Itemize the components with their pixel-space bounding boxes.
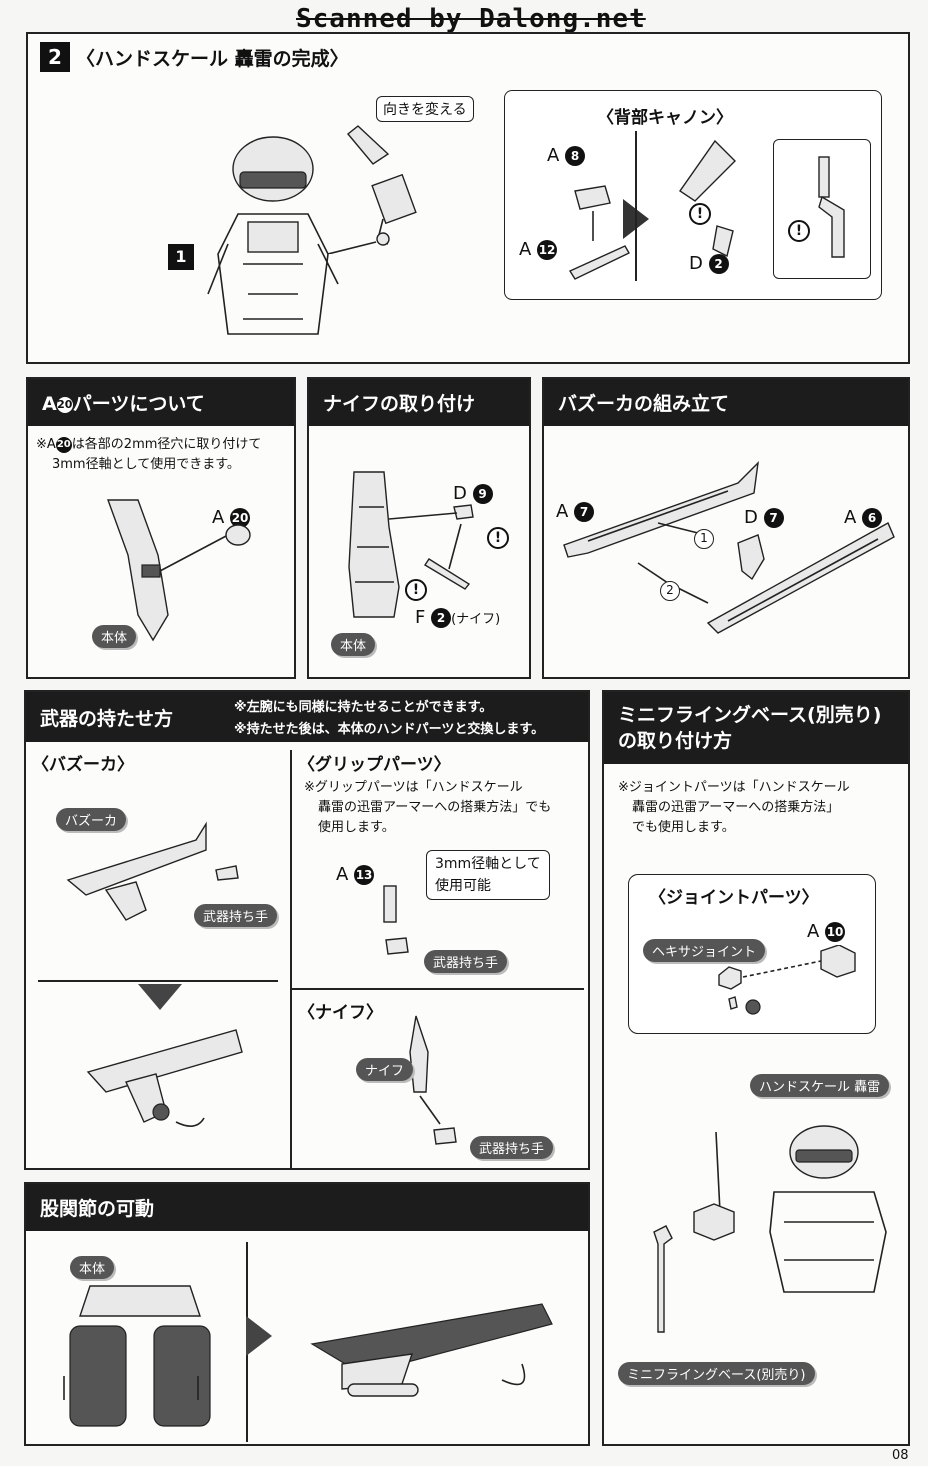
- rotate-callout: 向きを変える: [376, 96, 474, 122]
- part-a20: A 20: [212, 507, 251, 528]
- page-number: 08: [892, 1448, 909, 1463]
- vertical-divider: [290, 750, 292, 1170]
- weapon-header: 武器の持たせ方 ※左腕にも同様に持たせることができます。 ※持たせた後は、本体の…: [26, 692, 588, 742]
- back-cannon-box: 〈背部キャノン〉 A 8 A 12 ! D 2 !: [504, 90, 882, 300]
- hex-joint-illustration: [718, 945, 856, 1015]
- part-a7: A 7: [556, 501, 595, 522]
- leg-illustration: [348, 471, 400, 618]
- knife-hand-tag: 武器持ち手: [470, 1136, 554, 1159]
- weapon-note-1: ※左腕にも同様に持たせることができます。: [234, 700, 493, 715]
- part-a6: A 6: [844, 507, 883, 528]
- bazooka-tag: バズーカ: [56, 808, 127, 831]
- weapon-title: 武器の持たせ方: [40, 708, 174, 730]
- bazooka-hand-illustration: [66, 821, 239, 921]
- part-a12: A 12: [519, 239, 558, 260]
- a20-header: A20パーツについて: [28, 379, 294, 426]
- caution-icon: !: [788, 220, 810, 242]
- weapon-panel: 武器の持たせ方 ※左腕にも同様に持たせることができます。 ※持たせた後は、本体の…: [24, 690, 590, 1170]
- caution-icon: !: [487, 527, 509, 549]
- arm-illustration: [107, 499, 251, 642]
- grip-parts-illustration: [383, 885, 409, 955]
- hex-joint-tag: ヘキサジョイント: [643, 939, 766, 962]
- hip-legs-illustration: [63, 1285, 211, 1427]
- arrow-down-icon: [138, 984, 182, 1010]
- detail-inset: !: [773, 139, 871, 279]
- bazooka-subtitle: 〈バズーカ〉: [32, 755, 134, 775]
- step-number: 2: [40, 42, 70, 72]
- part-a8: A 8: [547, 145, 586, 166]
- grip-subtitle: 〈グリップパーツ〉: [298, 755, 451, 775]
- part-f2: F 2(ナイフ): [415, 607, 501, 628]
- flying-header: ミニフライングベース(別売り)の取り付け方: [604, 692, 908, 764]
- part-d2: D 2: [689, 253, 729, 274]
- step-hex-1: 1: [694, 529, 714, 549]
- knife-hold-illustration: [409, 1015, 457, 1145]
- grip-note: ※グリップパーツは「ハンドスケール 轟雷の迅雷アーマーへの搭乗方法」でも 使用し…: [304, 780, 552, 835]
- knife-panel: ナイフの取り付け D 9 ! ! F 2(ナイフ) 本体: [307, 377, 531, 679]
- caution-icon: !: [405, 579, 427, 601]
- hip-header: 股関節の可動: [26, 1184, 588, 1231]
- model-flying-illustration: [653, 1125, 887, 1333]
- bazooka-parts-illustration: [563, 461, 895, 634]
- base-tag: ミニフライングベース(別売り): [618, 1362, 815, 1385]
- bazooka-header: バズーカの組み立て: [544, 379, 908, 426]
- divider: [38, 980, 278, 982]
- part-a13: A 13: [336, 864, 375, 885]
- caution-icon: !: [689, 203, 711, 225]
- knife-parts-illustration: [388, 504, 474, 590]
- divider: [635, 131, 637, 281]
- knife-tag: ナイフ: [356, 1058, 414, 1081]
- a20-panel: A20パーツについて ※A20は各部の2mm径穴に取り付けて 3mm径軸として使…: [26, 377, 296, 679]
- assembled-cannon-illustration: [679, 139, 736, 258]
- body-tag: 本体: [92, 625, 137, 648]
- cannon-parts-illustration: [568, 185, 630, 280]
- body-tag: 本体: [331, 633, 376, 656]
- joint-subtitle: 〈ジョイントパーツ〉: [649, 888, 819, 908]
- handscale-figure-illustration: [207, 136, 339, 335]
- grip-hand-tag: 武器持ち手: [424, 950, 508, 973]
- flying-base-panel: ミニフライングベース(別売り)の取り付け方 ※ジョイントパーツは「ハンドスケール…: [602, 690, 910, 1446]
- bazooka-panel: バズーカの組み立て A 7 D 7 A 6 1 2: [542, 377, 910, 679]
- part-a10: A 10: [807, 921, 846, 942]
- hip-flight-pose-illustration: [310, 1303, 553, 1397]
- knife-header: ナイフの取り付け: [309, 379, 529, 426]
- joint-box: 〈ジョイントパーツ〉 ヘキサジョイント A 10: [628, 874, 876, 1034]
- rotate-callout-text: 向きを変える: [383, 102, 467, 118]
- bazooka-held-illustration: [86, 1029, 243, 1127]
- step1-badge: 1: [168, 244, 194, 270]
- hip-panel: 股関節の可動 本体: [24, 1182, 590, 1446]
- step-hex-2: 2: [660, 581, 680, 601]
- weapon-hand-tag: 武器持ち手: [194, 904, 278, 927]
- back-cannon-title: 〈背部キャノン〉: [597, 108, 733, 128]
- step-title: 〈ハンドスケール 轟雷の完成〉: [76, 48, 349, 70]
- part-d7: D 7: [744, 507, 784, 528]
- weapon-note-2: ※持たせた後は、本体のハンドパーツと交換します。: [234, 722, 545, 737]
- step2-panel: 2 〈ハンドスケール 轟雷の完成〉 1 向きを変える 〈背部キャノン〉 A 8 …: [26, 32, 910, 364]
- part-d9: D 9: [453, 483, 493, 504]
- knife-subtitle: 〈ナイフ〉: [298, 1003, 383, 1023]
- body-tag: 本体: [70, 1256, 115, 1279]
- model-tag: ハンドスケール 轟雷: [750, 1074, 890, 1097]
- cannon-arm-illustration: [328, 125, 417, 254]
- flying-note: ※ジョイントパーツは「ハンドスケール 轟雷の迅雷アーマーへの搭乗方法」 でも使用…: [618, 780, 850, 835]
- arrow-right-icon: [246, 1316, 272, 1356]
- watermark: Scanned by Dalong.net: [296, 4, 646, 34]
- grip-callout: 3mm径軸として使用可能: [426, 850, 550, 900]
- a20-note: ※A20は各部の2mm径穴に取り付けて 3mm径軸として使用できます。: [36, 436, 262, 472]
- detail-part-illustration: [818, 156, 845, 258]
- divider: [292, 988, 584, 990]
